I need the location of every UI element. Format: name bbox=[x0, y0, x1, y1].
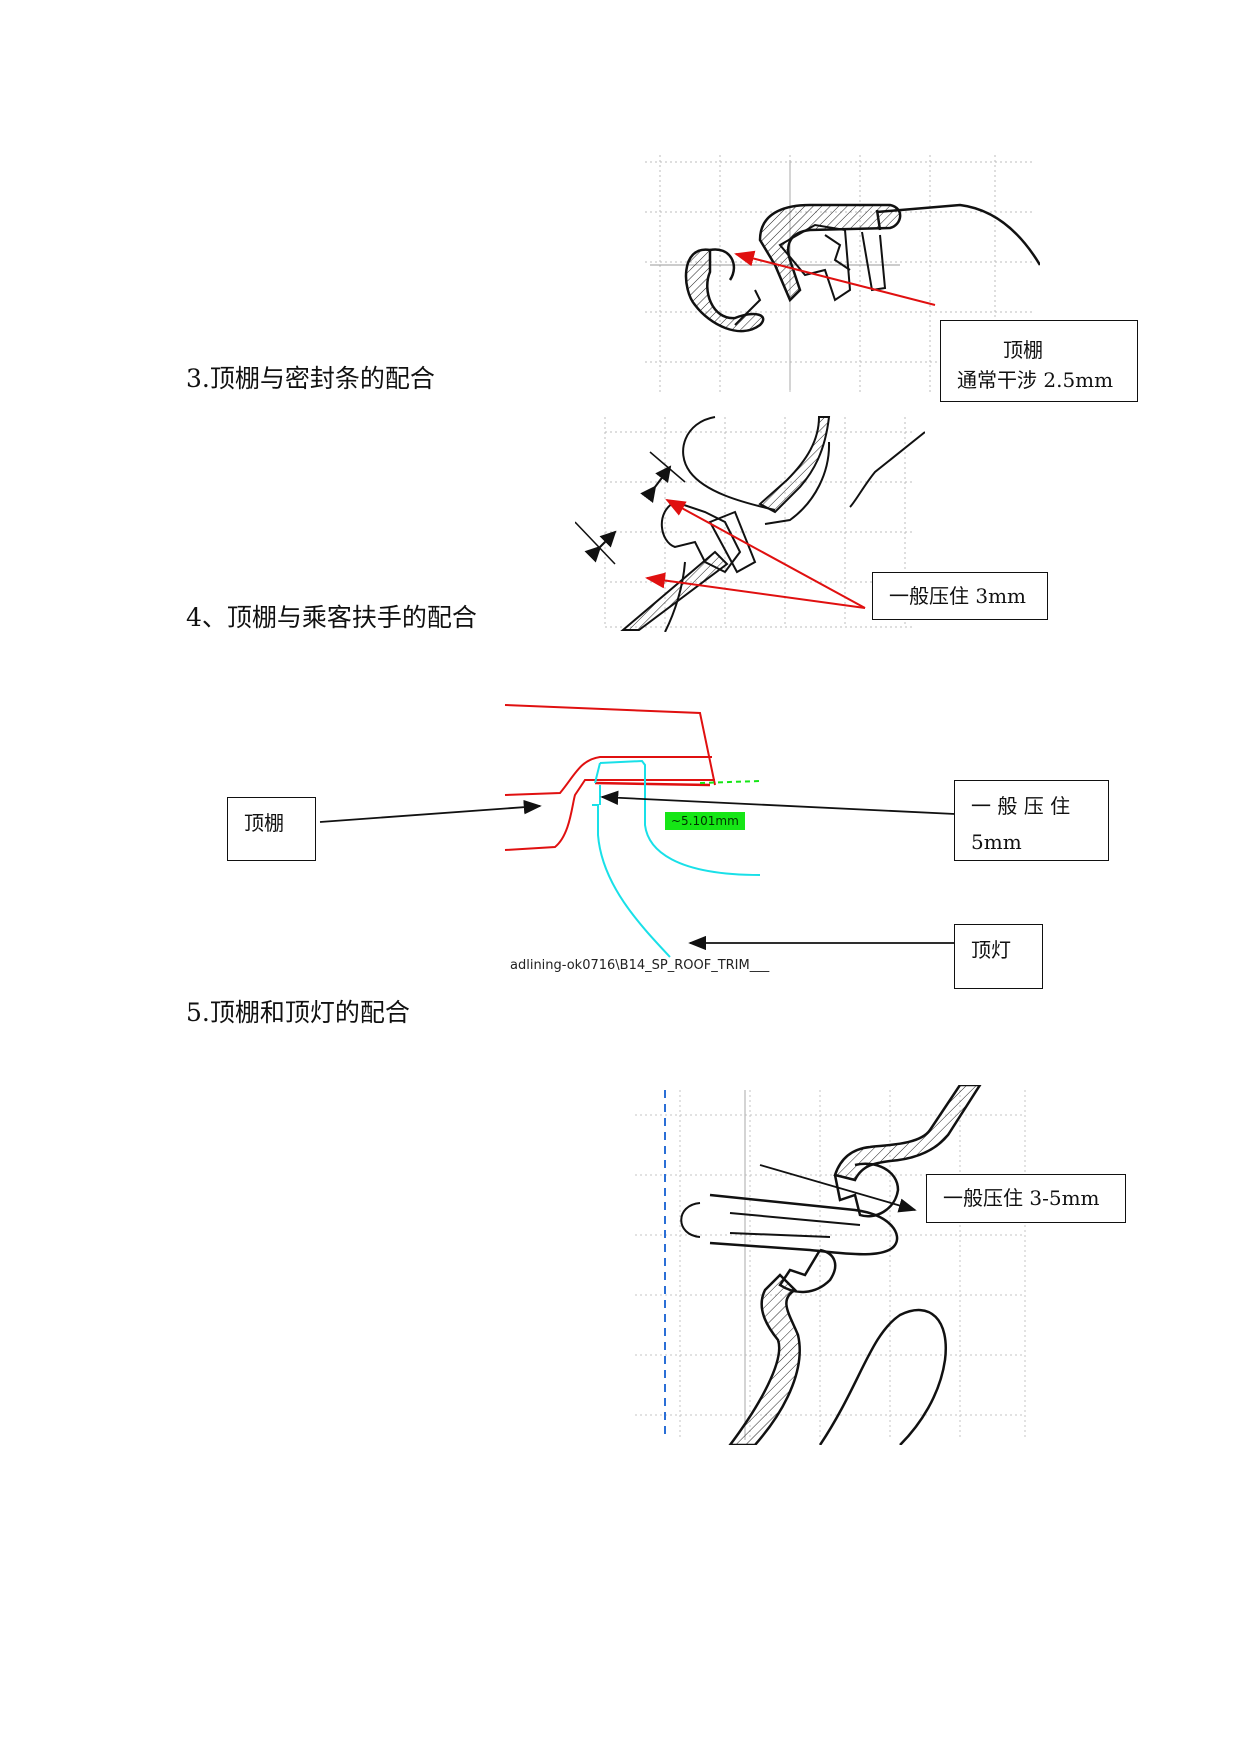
body-panel-shape bbox=[758, 416, 831, 514]
callout-lamp-label: 顶灯 bbox=[954, 924, 1043, 989]
headliner-edge-line bbox=[875, 203, 1040, 266]
callout-line: 顶棚 bbox=[244, 811, 284, 835]
callout-lamp-press: 一 般 压 住 5mm bbox=[954, 780, 1109, 861]
headliner-strip-shape bbox=[620, 550, 729, 631]
upper-panel-shape bbox=[833, 1085, 982, 1182]
figure-caption: adlining-ok0716\B14_SP_ROOF_TRIM___ bbox=[510, 958, 770, 973]
callout-seal-interference: 顶棚 通常干涉 2.5mm bbox=[940, 320, 1138, 402]
seal-bulb-shape bbox=[684, 248, 765, 333]
callout-panel-press: 一般压住 3-5mm bbox=[926, 1174, 1126, 1223]
callout-line: 一 般 压 住 bbox=[971, 794, 1071, 818]
figure-panel-fit bbox=[630, 1085, 1030, 1445]
callout-line: 一般压住 3mm bbox=[889, 584, 1027, 608]
arrow-icon bbox=[319, 799, 542, 823]
figure-lamp-fit bbox=[500, 695, 780, 965]
heading-handle-fit: 4、顶棚与乘客扶手的配合 bbox=[186, 603, 477, 632]
trim-outline-red bbox=[504, 704, 716, 786]
callout-line: 顶灯 bbox=[971, 938, 1011, 962]
arrow-icon bbox=[665, 499, 866, 609]
callout-handle-press: 一般压住 3mm bbox=[872, 572, 1048, 620]
callout-line: 顶棚 bbox=[1003, 338, 1043, 362]
heading-lamp-fit: 5.顶棚和顶灯的配合 bbox=[186, 998, 410, 1027]
lamp-outline-cyan bbox=[599, 759, 761, 876]
arrow-icon bbox=[645, 572, 866, 609]
seal-clip-shape bbox=[758, 203, 902, 303]
callout-line: 通常干涉 2.5mm bbox=[957, 368, 1114, 392]
arrow-icon bbox=[734, 250, 936, 306]
callout-headliner-label: 顶棚 bbox=[227, 797, 316, 861]
handle-clip-shape bbox=[660, 500, 742, 574]
heading-seal-fit: 3.顶棚与密封条的配合 bbox=[186, 364, 435, 393]
handle-body-shape bbox=[709, 1193, 899, 1256]
callout-line: 5mm bbox=[971, 830, 1022, 854]
arrow-icon bbox=[600, 790, 956, 815]
callout-line: 一般压住 3-5mm bbox=[943, 1186, 1100, 1210]
measurement-badge: ~5.101mm bbox=[665, 812, 745, 830]
arrow-icon bbox=[759, 1164, 917, 1213]
figure-handle-fit bbox=[575, 412, 925, 632]
lower-panel-shape bbox=[728, 1273, 801, 1445]
